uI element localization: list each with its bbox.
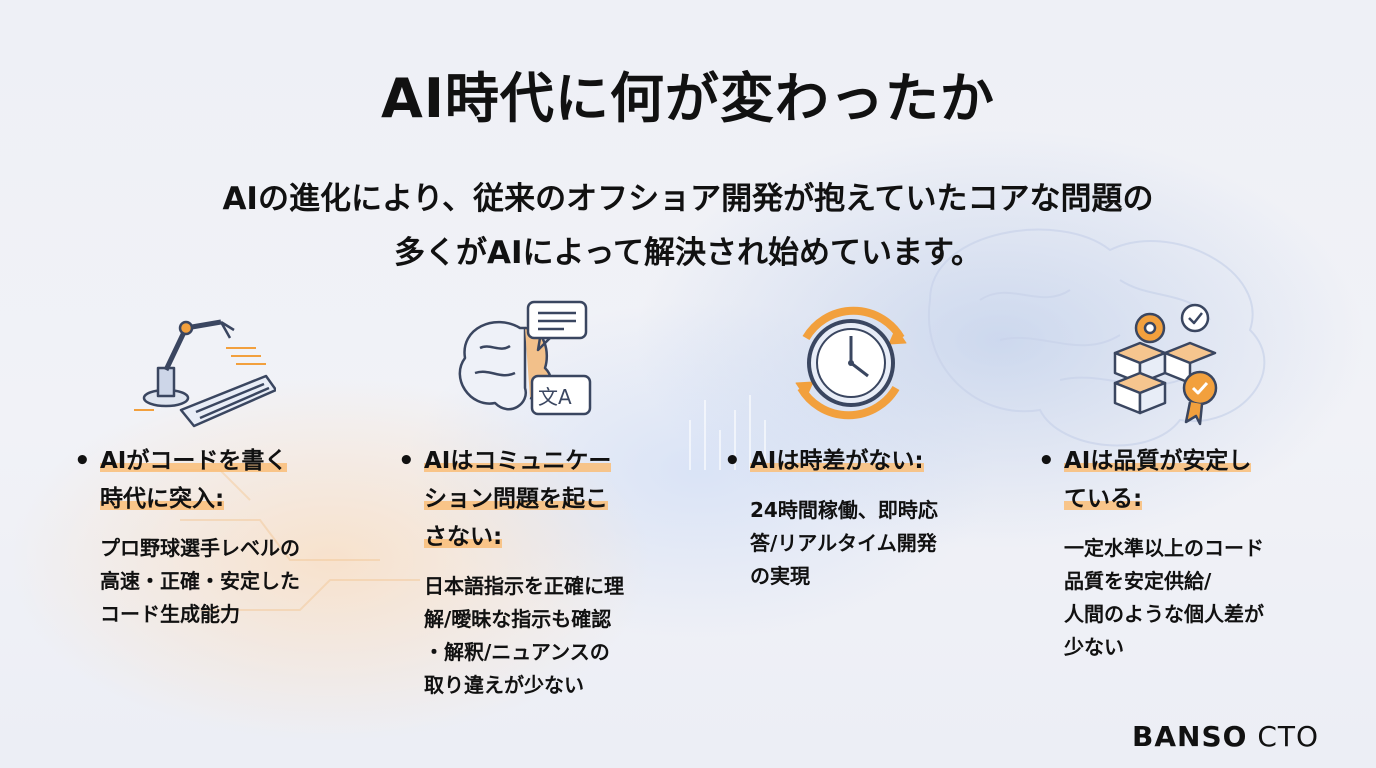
column-body: 24時間稼働、即時応 答/リアルタイム開発 の実現 bbox=[724, 494, 1014, 593]
bullet-dot: • bbox=[1038, 446, 1055, 476]
heading-line-1: AIは時差がない: bbox=[750, 448, 924, 474]
lead-line-1: AIの進化により、従来のオフショア開発が抱えていたコアな問題の bbox=[222, 181, 1154, 217]
body-line: 高速・正確・安定した bbox=[100, 569, 300, 593]
body-line: 24時間稼働、即時応 bbox=[750, 498, 938, 522]
quality-blocks-badge-icon bbox=[1113, 303, 1218, 426]
column-heading: • AIは時差がない: bbox=[724, 442, 1014, 480]
column-ai-writes-code: • AIがコードを書く 時代に突入: プロ野球選手レベルの 高速・正確・安定した… bbox=[74, 298, 364, 631]
body-line: 人間のような個人差が bbox=[1064, 602, 1264, 626]
lead-text: AIの進化により、従来のオフショア開発が抱えていたコアな問題の 多くがAIによっ… bbox=[80, 172, 1296, 280]
brand-logo: BANSO CTO bbox=[1132, 720, 1319, 753]
svg-text:文A: 文A bbox=[538, 385, 572, 409]
heading-line-1: AIはコミュニケー bbox=[424, 448, 612, 474]
column-ai-stable-quality: • AIは品質が安定し ている: 一定水準以上のコード 品質を安定供給/ 人間の… bbox=[1038, 298, 1328, 664]
robot-arm-keyboard-icon bbox=[134, 319, 276, 428]
column-heading: • AIがコードを書く 時代に突入: bbox=[74, 442, 364, 518]
body-line: 解/曖昧な指示も確認 bbox=[424, 607, 612, 631]
logo-part-2: CTO bbox=[1257, 720, 1320, 753]
column-ai-communication: 文A • AIはコミュニケー ション問題を起こ さない: 日本語指示を正確に理 … bbox=[398, 298, 688, 702]
bullet-dot: • bbox=[724, 446, 741, 476]
clock-cycle-icon bbox=[795, 306, 907, 420]
heading-line-2: 時代に突入: bbox=[100, 486, 225, 512]
slide-title: AI時代に何が変わったか bbox=[381, 67, 995, 130]
body-line: 日本語指示を正確に理 bbox=[424, 574, 624, 598]
body-line: 品質を安定供給/ bbox=[1064, 569, 1212, 593]
column-heading: • AIは品質が安定し ている: bbox=[1038, 442, 1328, 518]
column-body: 一定水準以上のコード 品質を安定供給/ 人間のような個人差が 少ない bbox=[1038, 532, 1328, 664]
bullet-dot: • bbox=[74, 446, 91, 476]
column-body: プロ野球選手レベルの 高速・正確・安定した コード生成能力 bbox=[74, 532, 364, 631]
column-heading: • AIはコミュニケー ション問題を起こ さない: bbox=[398, 442, 688, 556]
body-line: コード生成能力 bbox=[100, 602, 240, 626]
body-line: ・解釈/ニュアンスの bbox=[424, 640, 610, 664]
heading-line-1: AIがコードを書く bbox=[100, 448, 288, 474]
heading-line-2: ている: bbox=[1064, 486, 1143, 512]
body-line: の実現 bbox=[750, 564, 810, 588]
column-ai-no-timezone: • AIは時差がない: 24時間稼働、即時応 答/リアルタイム開発 の実現 bbox=[724, 298, 1014, 593]
heading-line-2: ション問題を起こ bbox=[424, 486, 608, 512]
bullet-dot: • bbox=[398, 446, 415, 476]
column-body: 日本語指示を正確に理 解/曖昧な指示も確認 ・解釈/ニュアンスの 取り違えが少な… bbox=[398, 570, 688, 702]
body-line: 一定水準以上のコード bbox=[1064, 536, 1264, 560]
heading-line-3: さない: bbox=[424, 524, 503, 550]
heading-line-1: AIは品質が安定し bbox=[1064, 448, 1252, 474]
lead-line-2: 多くがAIによって解決され始めています。 bbox=[394, 235, 982, 271]
body-line: プロ野球選手レベルの bbox=[100, 536, 300, 560]
body-line: 答/リアルタイム開発 bbox=[750, 531, 937, 555]
body-line: 取り違えが少ない bbox=[424, 673, 584, 697]
body-line: 少ない bbox=[1064, 635, 1124, 659]
logo-part-1: BANSO bbox=[1132, 720, 1248, 753]
brain-translate-chat-icon: 文A bbox=[458, 300, 592, 416]
